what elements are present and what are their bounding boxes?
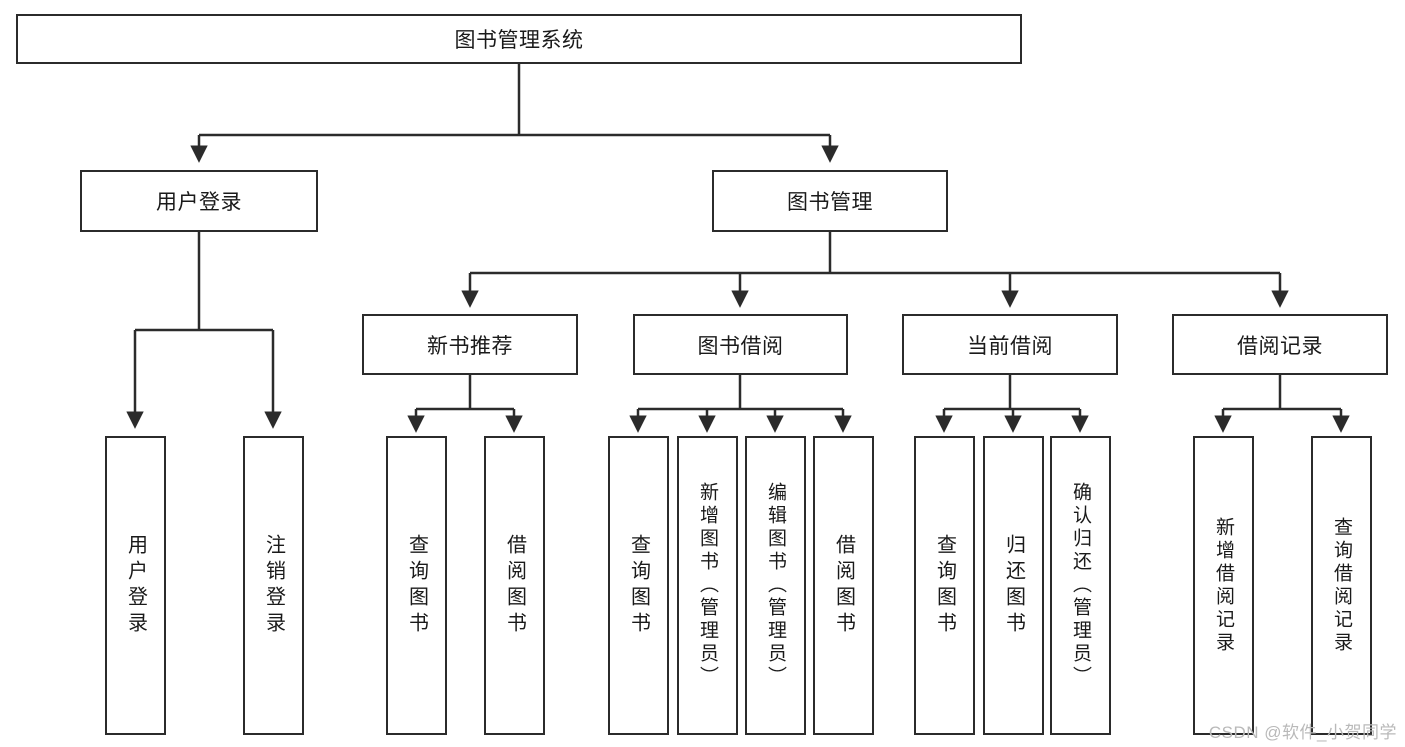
node-book-borrow-label: 图书借阅 (697, 334, 784, 358)
csdn-watermark: CSDN @软件_小贺同学 (1208, 723, 1397, 742)
node-leaf-borrow-book-2-label: 借阅图书 (832, 533, 855, 638)
node-leaf-confirm-return[interactable]: 确认归还（管理员） (1050, 436, 1111, 735)
node-leaf-logout-login[interactable]: 注销登录 (243, 436, 304, 735)
node-new-book-recommend-label: 新书推荐 (427, 334, 513, 358)
node-leaf-return-book[interactable]: 归还图书 (983, 436, 1044, 735)
node-leaf-query-book-1[interactable]: 查询图书 (386, 436, 447, 735)
node-leaf-query-book-2[interactable]: 查询图书 (608, 436, 669, 735)
node-leaf-query-book-1-label: 查询图书 (405, 533, 428, 638)
node-leaf-add-record-label: 新增借阅记录 (1213, 516, 1234, 655)
node-root[interactable]: 图书管理系统 (16, 14, 1022, 64)
node-leaf-add-book-label: 新增图书（管理员） (697, 482, 718, 689)
node-user-login[interactable]: 用户登录 (80, 170, 318, 232)
node-leaf-query-record-label: 查询借阅记录 (1331, 516, 1352, 655)
node-leaf-add-book[interactable]: 新增图书（管理员） (677, 436, 738, 735)
node-leaf-query-book-3-label: 查询图书 (933, 533, 956, 638)
node-new-book-recommend[interactable]: 新书推荐 (362, 314, 578, 375)
node-borrow-record-label: 借阅记录 (1237, 334, 1323, 358)
node-leaf-edit-book[interactable]: 编辑图书（管理员） (745, 436, 806, 735)
node-leaf-confirm-return-label: 确认归还（管理员） (1070, 482, 1091, 689)
node-root-label: 图书管理系统 (454, 29, 584, 52)
node-leaf-borrow-book-1[interactable]: 借阅图书 (484, 436, 545, 735)
node-leaf-borrow-book-1-label: 借阅图书 (503, 533, 526, 638)
node-leaf-return-book-label: 归还图书 (1002, 533, 1025, 638)
node-book-management-label: 图书管理 (787, 191, 873, 214)
node-leaf-add-record[interactable]: 新增借阅记录 (1193, 436, 1254, 735)
node-leaf-query-book-2-label: 查询图书 (627, 533, 650, 638)
node-leaf-edit-book-label: 编辑图书（管理员） (765, 482, 786, 689)
node-current-borrow-label: 当前借阅 (967, 334, 1053, 358)
node-current-borrow[interactable]: 当前借阅 (902, 314, 1118, 375)
node-borrow-record[interactable]: 借阅记录 (1172, 314, 1388, 375)
node-leaf-borrow-book-2[interactable]: 借阅图书 (813, 436, 874, 735)
node-leaf-user-login[interactable]: 用户登录 (105, 436, 166, 735)
node-leaf-query-book-3[interactable]: 查询图书 (914, 436, 975, 735)
node-user-login-label: 用户登录 (156, 191, 242, 214)
node-leaf-logout-login-label: 注销登录 (262, 533, 285, 638)
node-leaf-query-record[interactable]: 查询借阅记录 (1311, 436, 1372, 735)
node-leaf-user-login-label: 用户登录 (124, 533, 147, 638)
node-book-management[interactable]: 图书管理 (712, 170, 948, 232)
node-book-borrow[interactable]: 图书借阅 (633, 314, 848, 375)
